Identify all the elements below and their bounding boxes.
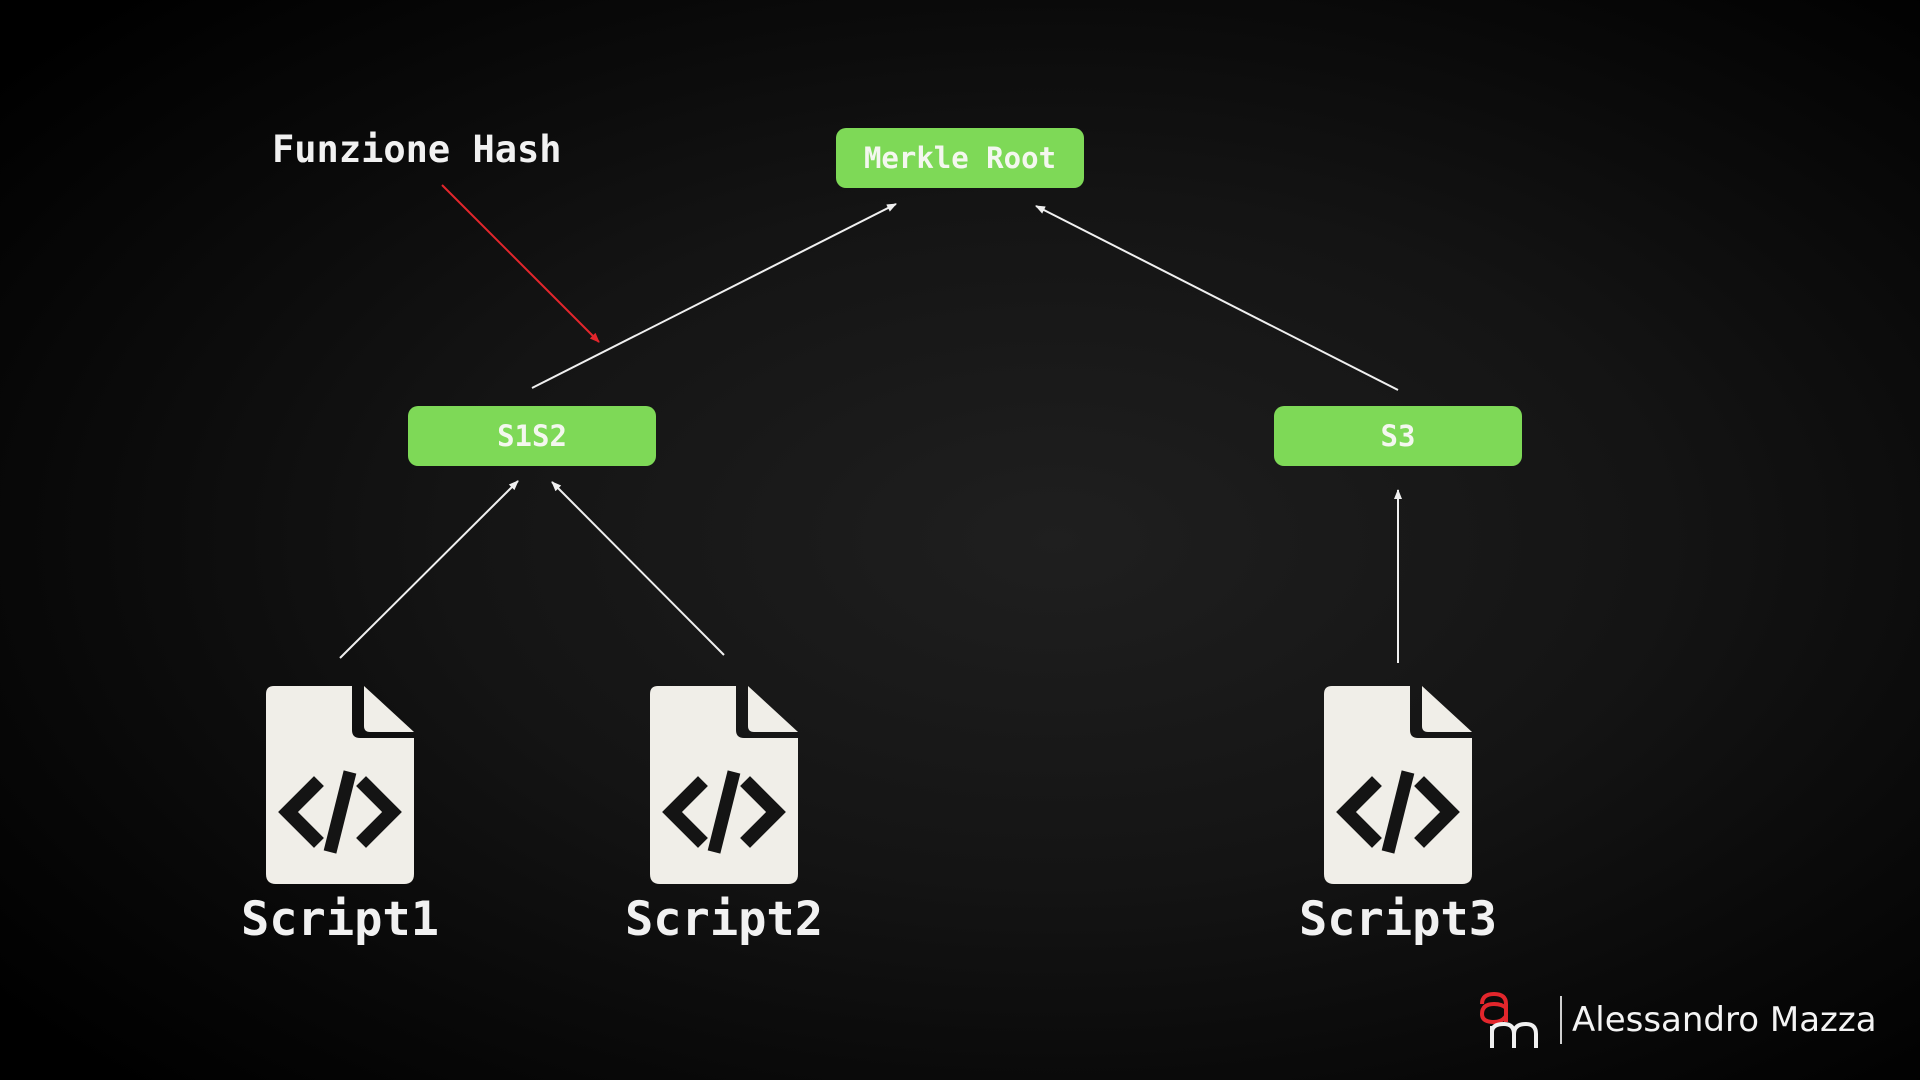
s1s2-node: S1S2 xyxy=(408,406,656,466)
code-file-icon xyxy=(1324,686,1472,884)
script3-label: Script3 xyxy=(1298,892,1498,947)
script1-label: Script1 xyxy=(240,892,440,947)
s3-node: S3 xyxy=(1274,406,1522,466)
author-brand: am Alessandro Mazza xyxy=(1478,990,1877,1050)
edge-s1s2-to-root xyxy=(531,203,897,389)
brand-logo: am xyxy=(1479,991,1538,1048)
edge-script2-to-s1s2 xyxy=(551,481,725,656)
brand-separator xyxy=(1560,996,1562,1044)
code-file-icon xyxy=(266,686,414,884)
code-file-icon xyxy=(650,686,798,884)
edge-script1-to-s1s2 xyxy=(339,480,519,659)
author-name: Alessandro Mazza xyxy=(1572,1000,1877,1040)
edge-s3-to-root xyxy=(1035,205,1399,391)
script2-label: Script2 xyxy=(624,892,824,947)
annotation-arrow xyxy=(441,184,600,343)
merkle-root-node: Merkle Root xyxy=(836,128,1084,188)
hash-function-label: Funzione Hash xyxy=(272,128,562,171)
